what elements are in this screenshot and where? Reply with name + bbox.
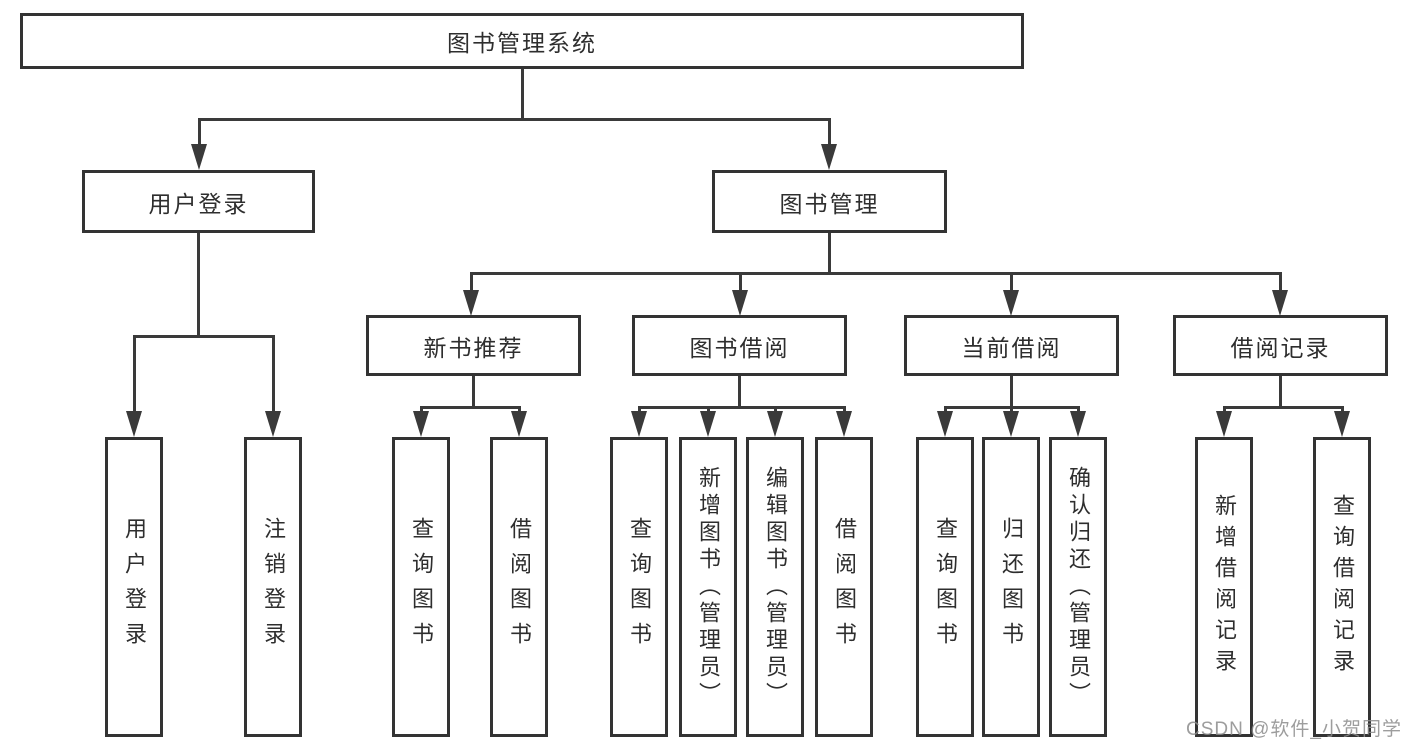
connector-line xyxy=(638,406,641,413)
connector-arrowhead xyxy=(700,411,716,437)
connector-line xyxy=(470,272,1281,275)
leaf-newbooks-query-books: 查询图书 xyxy=(392,437,450,737)
connector-line xyxy=(828,233,831,275)
connector-line xyxy=(828,118,831,146)
connector-arrowhead xyxy=(126,411,142,437)
connector-arrowhead xyxy=(191,144,207,170)
connector-line xyxy=(420,406,423,413)
connector-line xyxy=(1341,406,1344,413)
node-new-book-recommend: 新书推荐 xyxy=(366,315,581,376)
connector-arrowhead xyxy=(265,411,281,437)
connector-line xyxy=(198,118,830,121)
connector-line xyxy=(1010,376,1013,409)
connector-line xyxy=(707,406,710,413)
connector-arrowhead xyxy=(1003,290,1019,316)
leaf-logout: 注销登录 xyxy=(244,437,302,737)
connector-arrowhead xyxy=(631,411,647,437)
connector-arrowhead xyxy=(511,411,527,437)
watermark: CSDN @软件_小贺同学 xyxy=(1186,719,1402,740)
connector-line xyxy=(738,376,741,409)
connector-line xyxy=(470,272,473,292)
connector-arrowhead xyxy=(1272,290,1288,316)
leaf-records-add-record: 新增借阅记录 xyxy=(1195,437,1253,737)
node-borrow-records: 借阅记录 xyxy=(1173,315,1388,376)
connector-line xyxy=(1223,406,1343,409)
connector-arrowhead xyxy=(1334,411,1350,437)
connector-arrowhead xyxy=(767,411,783,437)
connector-line xyxy=(521,69,524,121)
connector-line xyxy=(843,406,846,413)
node-book-management: 图书管理 xyxy=(712,170,947,233)
node-current-borrow: 当前借阅 xyxy=(904,315,1119,376)
leaf-borrow-query-books: 查询图书 xyxy=(610,437,668,737)
node-user-login: 用户登录 xyxy=(82,170,315,233)
connector-arrowhead xyxy=(463,290,479,316)
connector-arrowhead xyxy=(821,144,837,170)
connector-line xyxy=(197,233,200,338)
connector-line xyxy=(638,406,845,409)
connector-line xyxy=(133,335,274,338)
connector-arrowhead xyxy=(413,411,429,437)
connector-arrowhead xyxy=(836,411,852,437)
leaf-current-confirm-return-admin: 确认归还（管理员） xyxy=(1049,437,1107,737)
node-book-borrow: 图书借阅 xyxy=(632,315,847,376)
connector-arrowhead xyxy=(1003,411,1019,437)
leaf-borrow-borrow-books: 借阅图书 xyxy=(815,437,873,737)
connector-line xyxy=(1279,272,1282,292)
connector-line xyxy=(739,272,742,292)
connector-line xyxy=(472,376,475,409)
leaf-borrow-add-books-admin: 新增图书（管理员） xyxy=(679,437,737,737)
connector-line xyxy=(133,335,136,411)
connector-line xyxy=(1010,272,1013,292)
connector-arrowhead xyxy=(732,290,748,316)
connector-line xyxy=(1223,406,1226,413)
connector-line xyxy=(1279,376,1282,409)
connector-line xyxy=(774,406,777,413)
connector-arrowhead xyxy=(1070,411,1086,437)
connector-line xyxy=(198,118,201,146)
connector-line xyxy=(1010,406,1013,413)
connector-line xyxy=(518,406,521,413)
leaf-records-query-record: 查询借阅记录 xyxy=(1313,437,1371,737)
leaf-current-return-books: 归还图书 xyxy=(982,437,1040,737)
leaf-user-login: 用户登录 xyxy=(105,437,163,737)
connector-line xyxy=(1077,406,1080,413)
connector-arrowhead xyxy=(1216,411,1232,437)
connector-line xyxy=(420,406,520,409)
connector-arrowhead xyxy=(937,411,953,437)
connector-line xyxy=(944,406,947,413)
leaf-current-query-books: 查询图书 xyxy=(916,437,974,737)
node-root: 图书管理系统 xyxy=(20,13,1024,69)
leaf-newbooks-borrow-books: 借阅图书 xyxy=(490,437,548,737)
connector-line xyxy=(272,335,275,411)
leaf-borrow-edit-books-admin: 编辑图书（管理员） xyxy=(746,437,804,737)
